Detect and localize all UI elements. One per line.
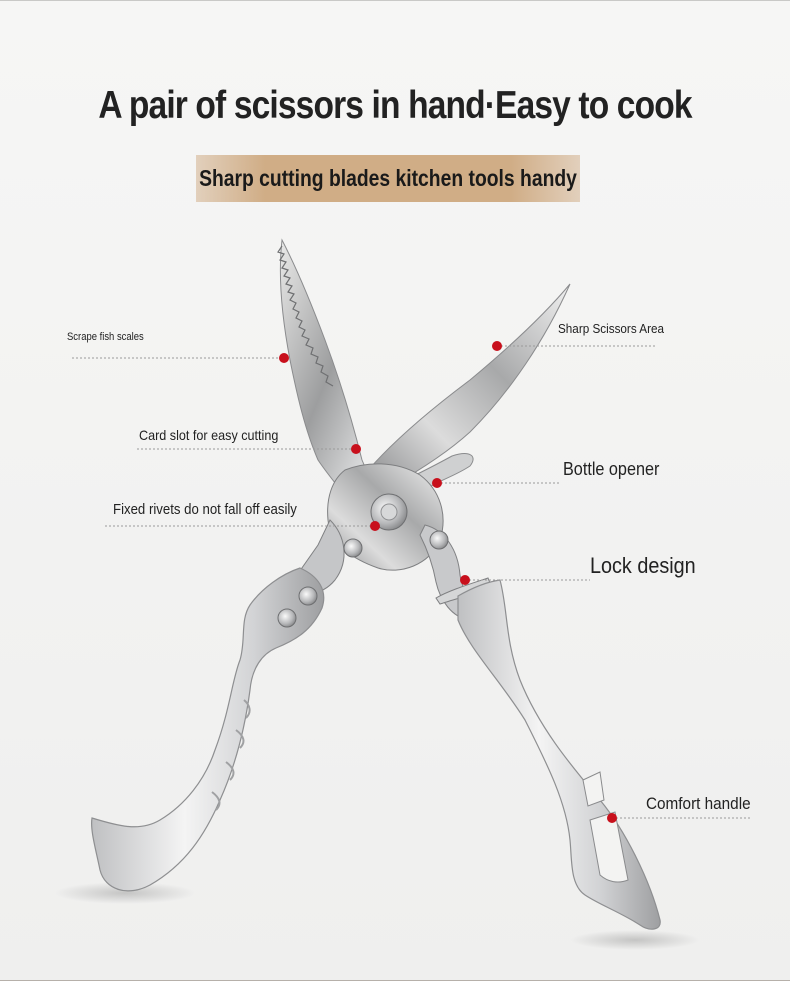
callout-scrape-fish-scales: Scrape fish scales	[67, 331, 144, 343]
shadow-left	[55, 882, 195, 904]
callout-card-slot: Card slot for easy cutting	[139, 427, 279, 443]
callout-bottle-opener: Bottle opener	[563, 459, 660, 479]
handle-screw-bottom	[277, 608, 297, 628]
dot-lock	[460, 575, 470, 585]
dot-scrape	[279, 353, 289, 363]
callout-sharp-scissors-area: Sharp Scissors Area	[558, 321, 665, 336]
callout-lock-design: Lock design	[590, 553, 696, 578]
finger-grip-ridges	[211, 699, 251, 811]
dot-comfort	[607, 813, 617, 823]
dot-bottle	[432, 478, 442, 488]
callout-dots	[279, 341, 617, 823]
top-divider	[0, 0, 790, 1]
arm-rivet-right	[429, 530, 449, 550]
callout-lines	[72, 345, 752, 819]
handle-cutout-top	[582, 771, 605, 807]
arm-rivet-left	[343, 538, 363, 558]
dot-sharp	[492, 341, 502, 351]
left-handle	[91, 567, 325, 892]
subtitle-banner-text: Sharp cutting blades kitchen tools handy	[199, 165, 577, 191]
dot-fixed	[370, 521, 380, 531]
handle-screw-top	[298, 586, 318, 606]
callout-comfort-handle: Comfort handle	[646, 794, 751, 813]
shadow-right	[570, 930, 700, 950]
dot-card	[351, 444, 361, 454]
serrated-edge	[277, 245, 334, 387]
pivot-rivet-inner	[380, 503, 398, 521]
subtitle-banner: Sharp cutting blades kitchen tools handy	[196, 155, 580, 202]
handle-cutout-bottom	[589, 811, 629, 883]
callout-fixed-rivets: Fixed rivets do not fall off easily	[113, 501, 297, 518]
right-handle	[457, 579, 661, 930]
page-title: A pair of scissors in hand·Easy to cook	[98, 84, 692, 127]
